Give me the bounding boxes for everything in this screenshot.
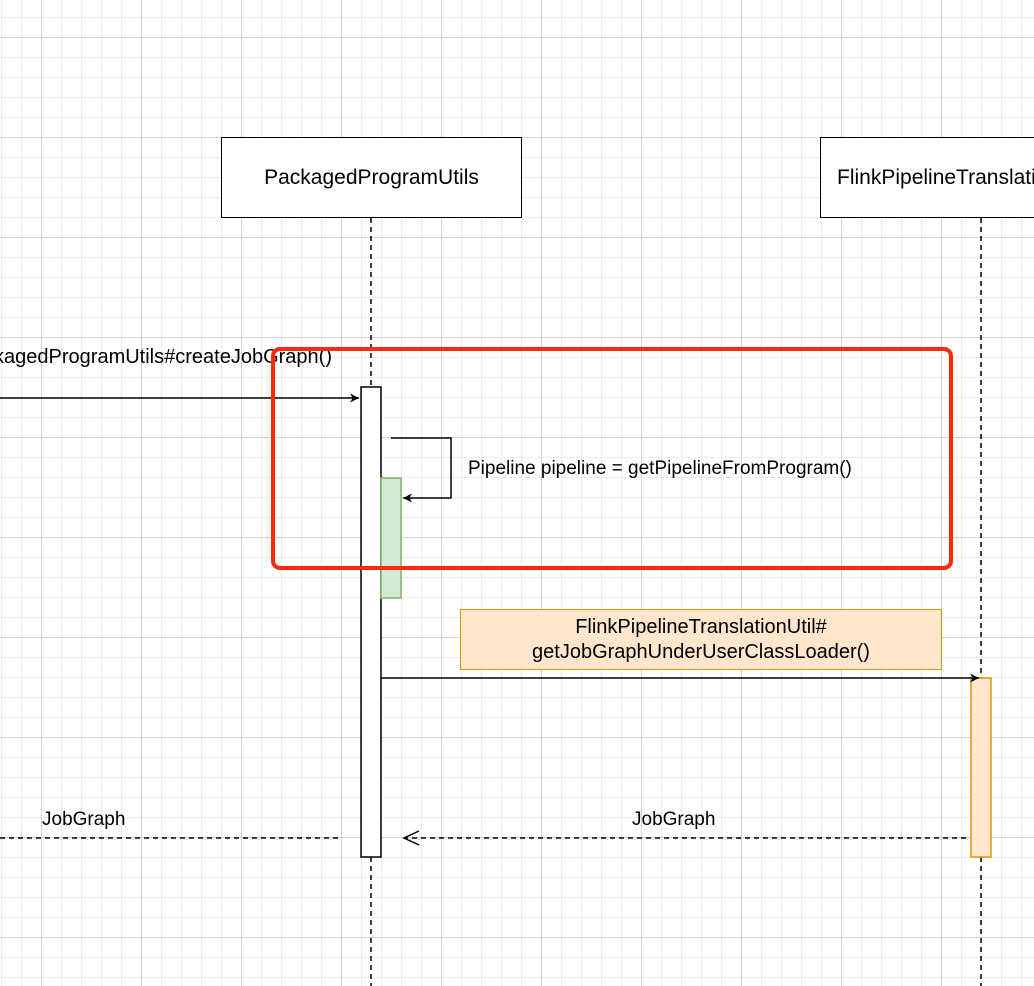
translate-call-line-2: getJobGraphUnderUserClassLoader() <box>532 640 870 663</box>
participant-packaged-program-utils[interactable]: PackagedProgramUtils <box>221 137 522 218</box>
participant-label: FlinkPipelineTranslationUtil <box>837 165 1034 189</box>
message-create-job-graph-label: PackagedProgramUtils#createJobGraph() <box>0 346 332 368</box>
self-call-label: Pipeline pipeline = getPipelineFromProgr… <box>468 458 852 479</box>
activation-translation-util[interactable] <box>970 677 992 858</box>
highlight-box <box>271 347 953 570</box>
self-call-arrow[interactable] <box>391 437 452 503</box>
participant-flink-pipeline-translation-util[interactable]: FlinkPipelineTranslationUtil <box>820 137 1034 218</box>
return-outgoing-job-graph-label: JobGraph <box>42 809 126 830</box>
translate-call-label-box: FlinkPipelineTranslationUtil# getJobGrap… <box>460 609 942 670</box>
activation-packaged-program-utils[interactable] <box>360 386 382 858</box>
return-job-graph-label: JobGraph <box>632 809 716 830</box>
translate-call-line-1: FlinkPipelineTranslationUtil# <box>575 615 827 638</box>
participant-label: PackagedProgramUtils <box>264 165 479 189</box>
return-arrowhead-open <box>402 830 420 846</box>
